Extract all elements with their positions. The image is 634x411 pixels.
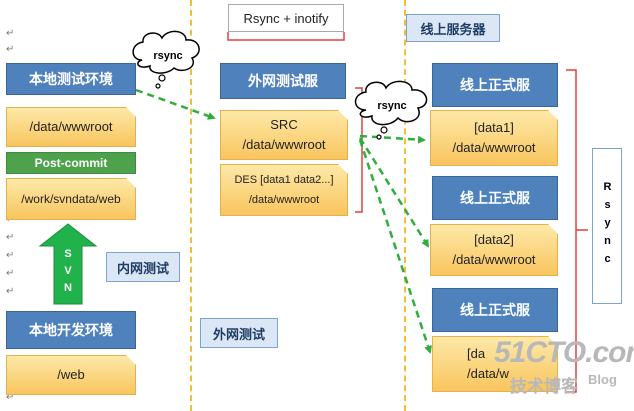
prod-server-3-path-box: [da /data/w bbox=[432, 336, 558, 392]
watermark-sub-box: 技术博客 bbox=[510, 372, 578, 397]
des-label: DES [data1 data2...] bbox=[234, 174, 334, 186]
des-path: /data/wwwroot bbox=[248, 194, 320, 206]
src-path: /data/wwwroot bbox=[242, 137, 326, 152]
rsync-cloud-1-text: rsync bbox=[153, 50, 183, 62]
prod-server-2-title: 线上正式服 bbox=[460, 190, 530, 206]
arrow-to-prod-3 bbox=[358, 139, 432, 354]
local-test-path: /data/wwwroot bbox=[29, 119, 113, 134]
local-test-path-box: /data/wwwroot bbox=[6, 107, 136, 147]
svn-arrow-label: SVN bbox=[54, 244, 82, 302]
rsync-cloud-1-label: rsync bbox=[146, 50, 190, 62]
watermark-main: 51CTO.com bbox=[494, 336, 634, 369]
local-dev-title: 本地开发环境 bbox=[29, 322, 113, 338]
local-dev-path-box: /web bbox=[6, 355, 136, 395]
rsync-cloud-2 bbox=[354, 80, 428, 140]
prod-server-1-path: /data/wwwroot bbox=[452, 140, 536, 155]
paragraph-mark: ↵ bbox=[6, 286, 15, 297]
paragraph-mark: ↵ bbox=[6, 28, 15, 39]
prod-server-3-title-box: 线上正式服 bbox=[432, 288, 558, 332]
watermark-tag: Blog bbox=[588, 372, 617, 387]
des-box: DES [data1 data2...] /data/wwwroot bbox=[220, 164, 348, 216]
rsync-inotify-label: Rsync + inotify bbox=[228, 4, 344, 32]
prod-server-1-title-box: 线上正式服 bbox=[432, 63, 558, 107]
post-commit-box: Post-commit bbox=[6, 152, 136, 174]
internal-test-text: 内网测试 bbox=[116, 260, 169, 276]
local-test-title: 本地测试环境 bbox=[29, 71, 113, 87]
internal-test-label: 内网测试 bbox=[106, 252, 180, 282]
red-bracket-middle bbox=[355, 87, 363, 213]
rsync-inotify-text: Rsync + inotify bbox=[243, 10, 329, 26]
watermark-logo: 51CTO.com bbox=[494, 336, 634, 370]
prod-server-3-tag: [da bbox=[467, 346, 486, 361]
paragraph-mark: ↵ bbox=[6, 250, 15, 261]
local-dev-title-box: 本地开发环境 bbox=[6, 311, 136, 349]
prod-server-2-path-box: [data2] /data/wwwroot bbox=[430, 224, 558, 276]
local-test-title-box: 本地测试环境 bbox=[6, 63, 136, 95]
external-test-label: 外网测试 bbox=[200, 318, 278, 348]
svn-arrow-text: SVN bbox=[62, 247, 74, 299]
paragraph-mark: ↵ bbox=[6, 44, 15, 55]
local-dev-path: /web bbox=[57, 367, 85, 382]
prod-server-1-path-box: [data1] /data/wwwroot bbox=[430, 110, 558, 166]
paragraph-mark: ↵ bbox=[6, 232, 15, 243]
src-label: SRC bbox=[270, 117, 298, 132]
prod-server-3-title: 线上正式服 bbox=[460, 302, 530, 318]
prod-server-2-title-box: 线上正式服 bbox=[432, 176, 558, 220]
ext-test-title: 外网测试服 bbox=[248, 73, 318, 89]
src-box: SRC /data/wwwroot bbox=[220, 110, 348, 160]
rsync-cloud-2-label: rsync bbox=[370, 100, 414, 112]
paragraph-mark: ↵ bbox=[6, 268, 15, 279]
rsync-side-text: Rsync bbox=[601, 181, 614, 271]
svn-path-box: /work/svndata/web bbox=[6, 178, 136, 220]
prod-area-title: 线上服务器 bbox=[406, 14, 500, 42]
arrow-to-prod-2 bbox=[358, 137, 430, 248]
prod-area-title-text: 线上服务器 bbox=[420, 21, 486, 37]
arrow-local-to-external bbox=[135, 88, 216, 120]
rsync-cloud-2-text: rsync bbox=[377, 100, 407, 112]
watermark-tag-box: Blog bbox=[588, 372, 617, 387]
rsync-side-label: Rsync bbox=[592, 148, 622, 304]
prod-server-1-tag: [data1] bbox=[474, 120, 514, 135]
external-test-text: 外网测试 bbox=[212, 326, 265, 342]
paragraph-mark: ↵ bbox=[6, 392, 15, 403]
rsync-cloud-1 bbox=[132, 30, 200, 89]
prod-server-3-path: /data/w bbox=[467, 366, 509, 381]
red-bracket-prod bbox=[566, 69, 577, 393]
post-commit-text: Post-commit bbox=[34, 156, 108, 170]
prod-server-2-path: /data/wwwroot bbox=[452, 252, 536, 267]
svn-up-arrow bbox=[38, 223, 98, 305]
divider-line-right bbox=[404, 0, 406, 411]
prod-server-1-title: 线上正式服 bbox=[460, 77, 530, 93]
svn-path-text: /work/svndata/web bbox=[21, 192, 121, 206]
red-bracket-top bbox=[227, 32, 345, 41]
divider-line-left bbox=[190, 0, 192, 411]
watermark-sub: 技术博客 bbox=[510, 377, 578, 396]
ext-test-title-box: 外网测试服 bbox=[220, 63, 346, 99]
prod-server-2-tag: [data2] bbox=[474, 232, 514, 247]
arrow-to-prod-1 bbox=[359, 134, 426, 144]
